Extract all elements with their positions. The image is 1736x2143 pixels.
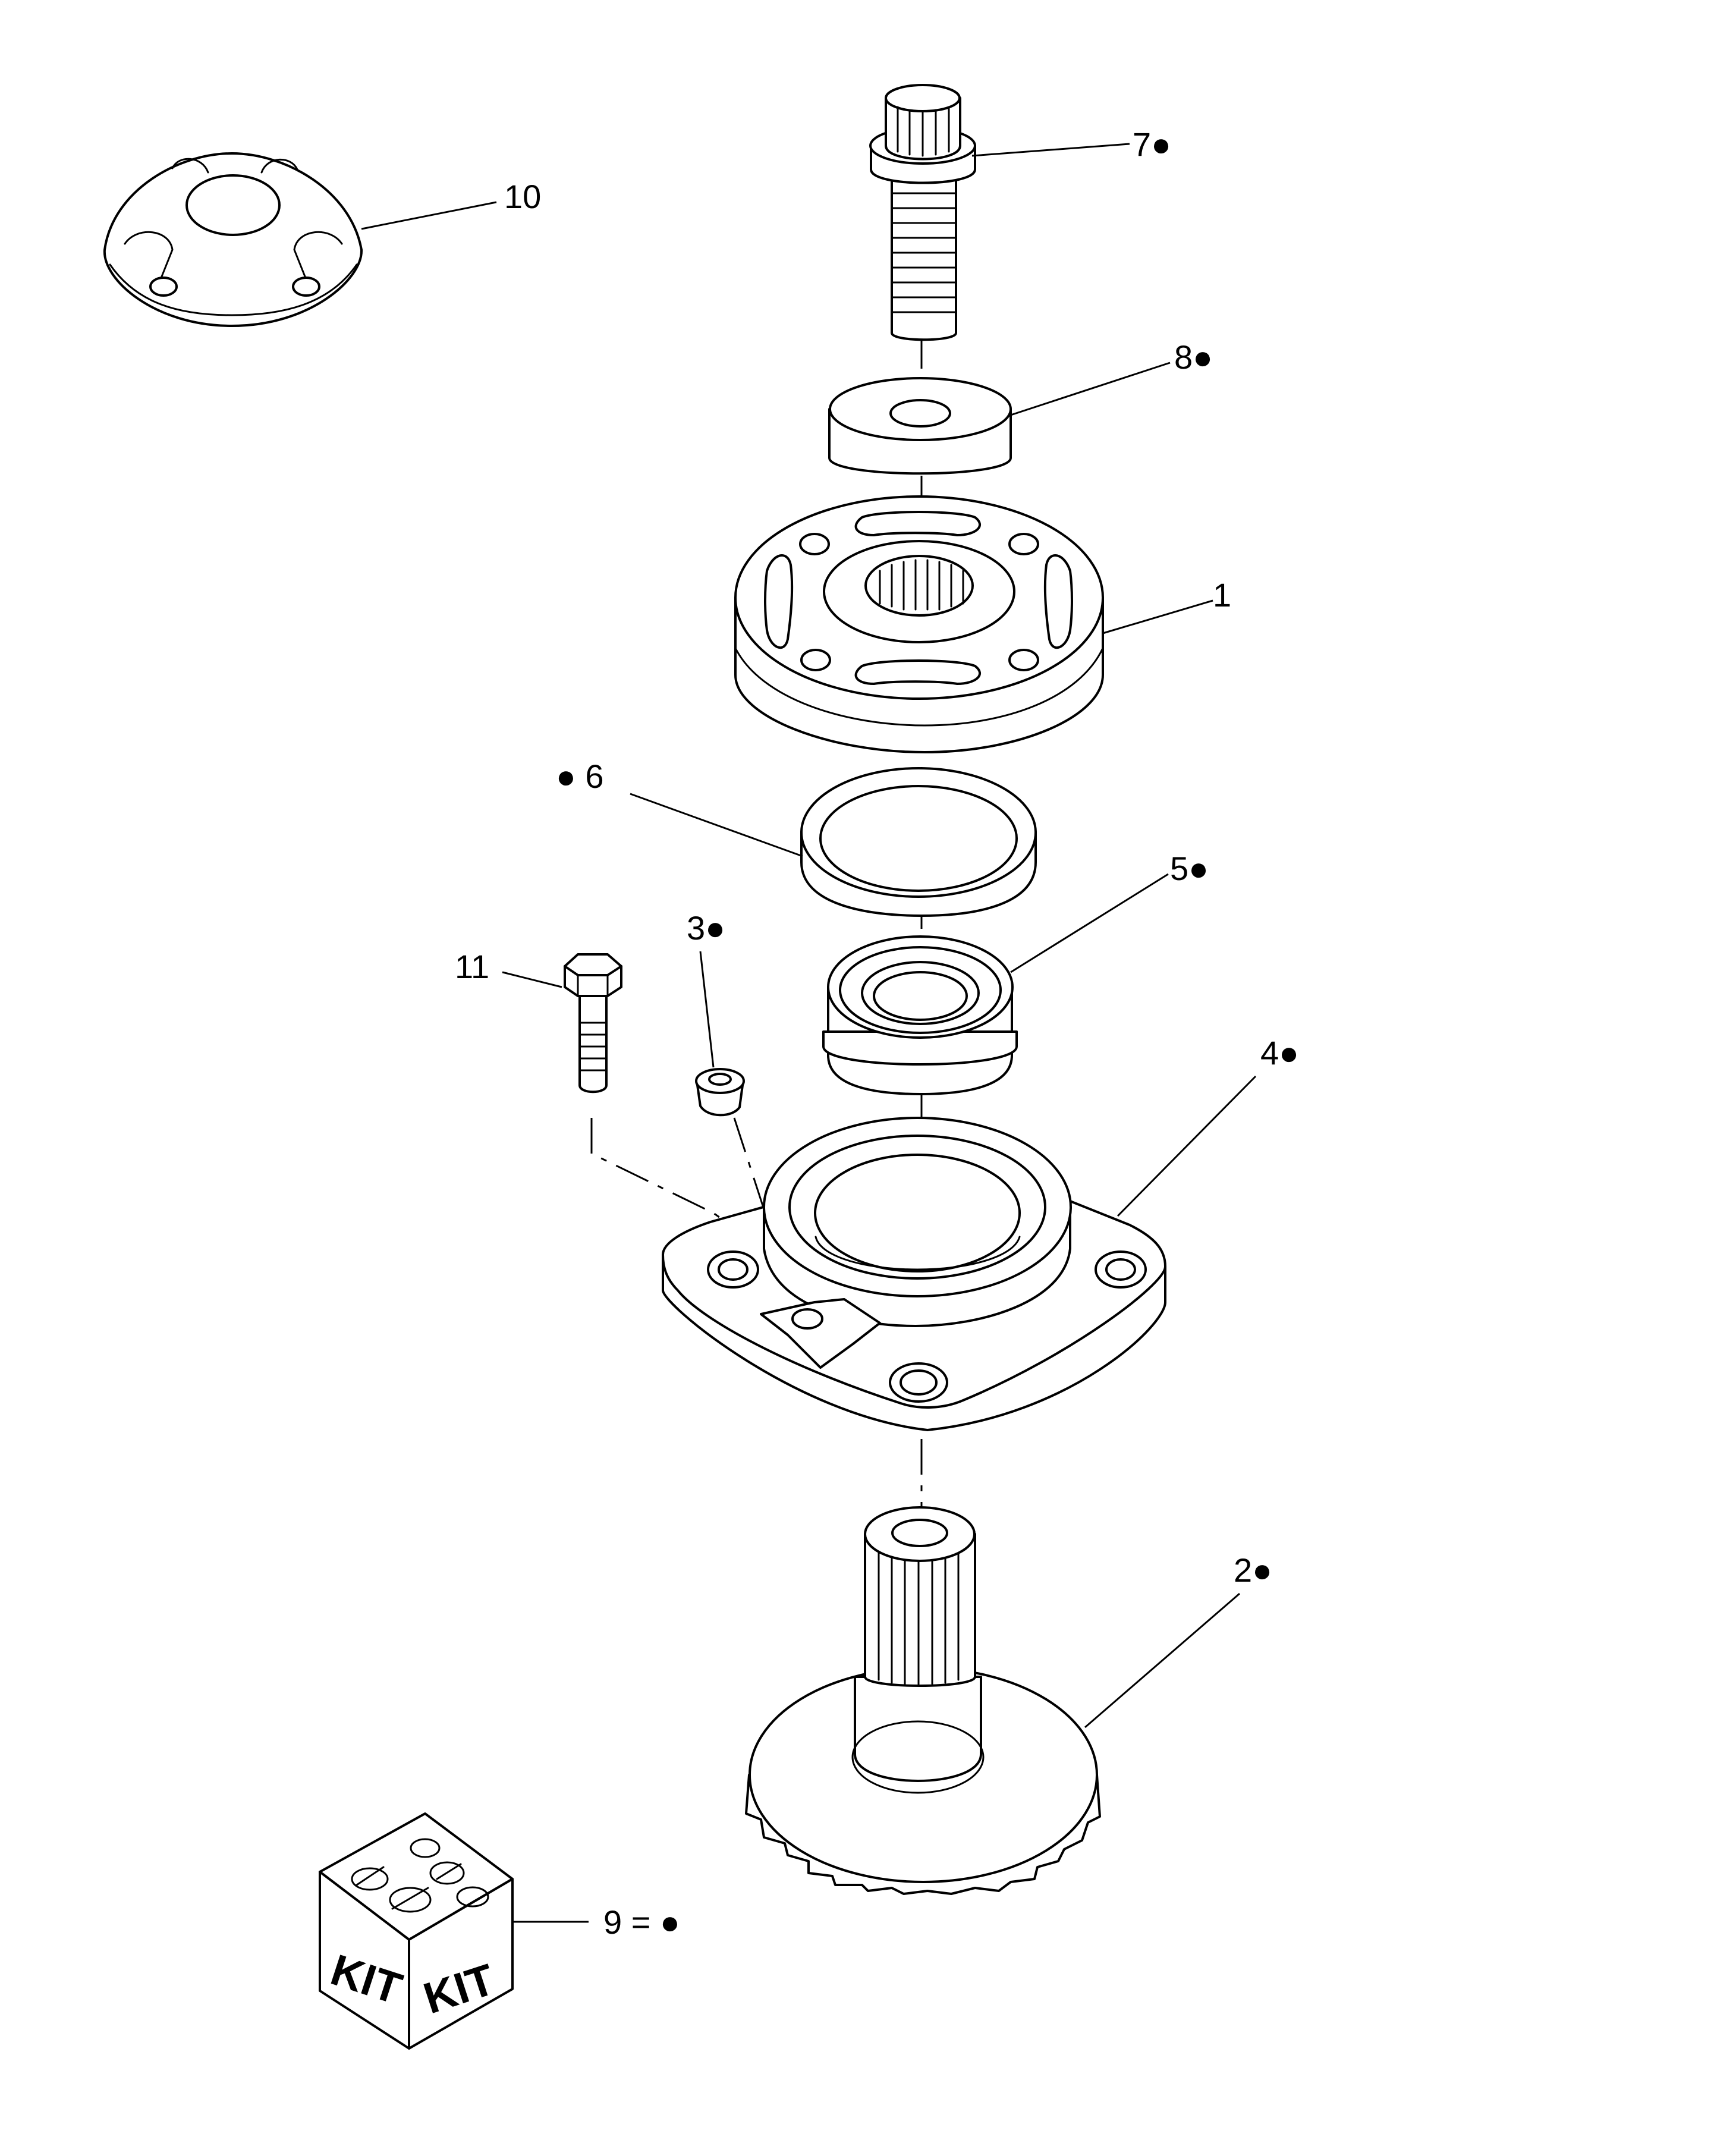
callout-11: 11 — [455, 948, 489, 985]
part-7-bolt — [869, 84, 976, 341]
part-4-housing — [662, 1117, 1166, 1431]
callout-4: 4● — [1260, 1034, 1299, 1072]
part-10-cap — [103, 152, 363, 327]
part-8-washer — [828, 377, 1012, 475]
callout-10: 10 — [504, 178, 541, 215]
part-9-kit-box: KIT KIT — [319, 1812, 514, 2050]
part-5-bearing — [822, 935, 1018, 1095]
callout-8: 8● — [1174, 338, 1213, 376]
callout-3: 3● — [687, 909, 725, 947]
callout-5: 5● — [1170, 850, 1209, 887]
callout-7: 7● — [1133, 125, 1171, 163]
part-2-shaft — [745, 1506, 1101, 1895]
callout-1: 1 — [1213, 576, 1231, 614]
part-11-hex-bolt — [564, 953, 622, 1094]
part-3-grease-fitting — [695, 1068, 745, 1117]
part-1-flange — [734, 495, 1104, 753]
part-6-ring — [800, 767, 1037, 917]
callout-6: ● 6 — [556, 758, 604, 795]
callout-9: 9 = ● — [603, 1903, 680, 1941]
callout-2: 2● — [1234, 1551, 1272, 1589]
